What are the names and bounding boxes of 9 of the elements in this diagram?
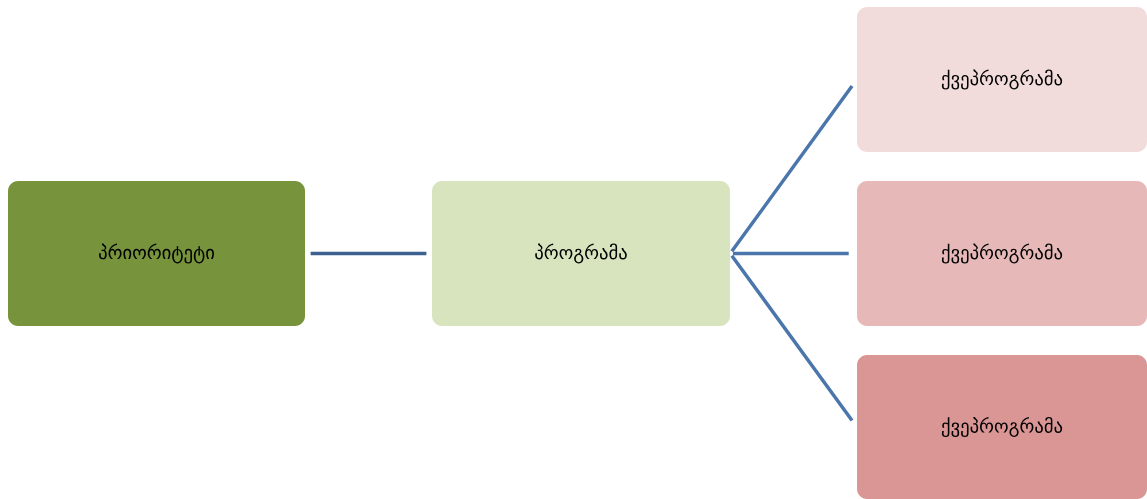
connector-line	[730, 84, 854, 253]
connector-line	[732, 251, 849, 256]
process-box: ქვეპროგრამა	[857, 181, 1147, 326]
connector-line	[730, 254, 854, 422]
connector-line	[310, 251, 427, 256]
process-box: ქვეპროგრამა	[857, 355, 1147, 499]
process-box: პროგრამა	[432, 181, 730, 326]
process-box: ქვეპროგრამა	[857, 7, 1147, 152]
process-box: პრიორიტეტი	[8, 181, 305, 326]
